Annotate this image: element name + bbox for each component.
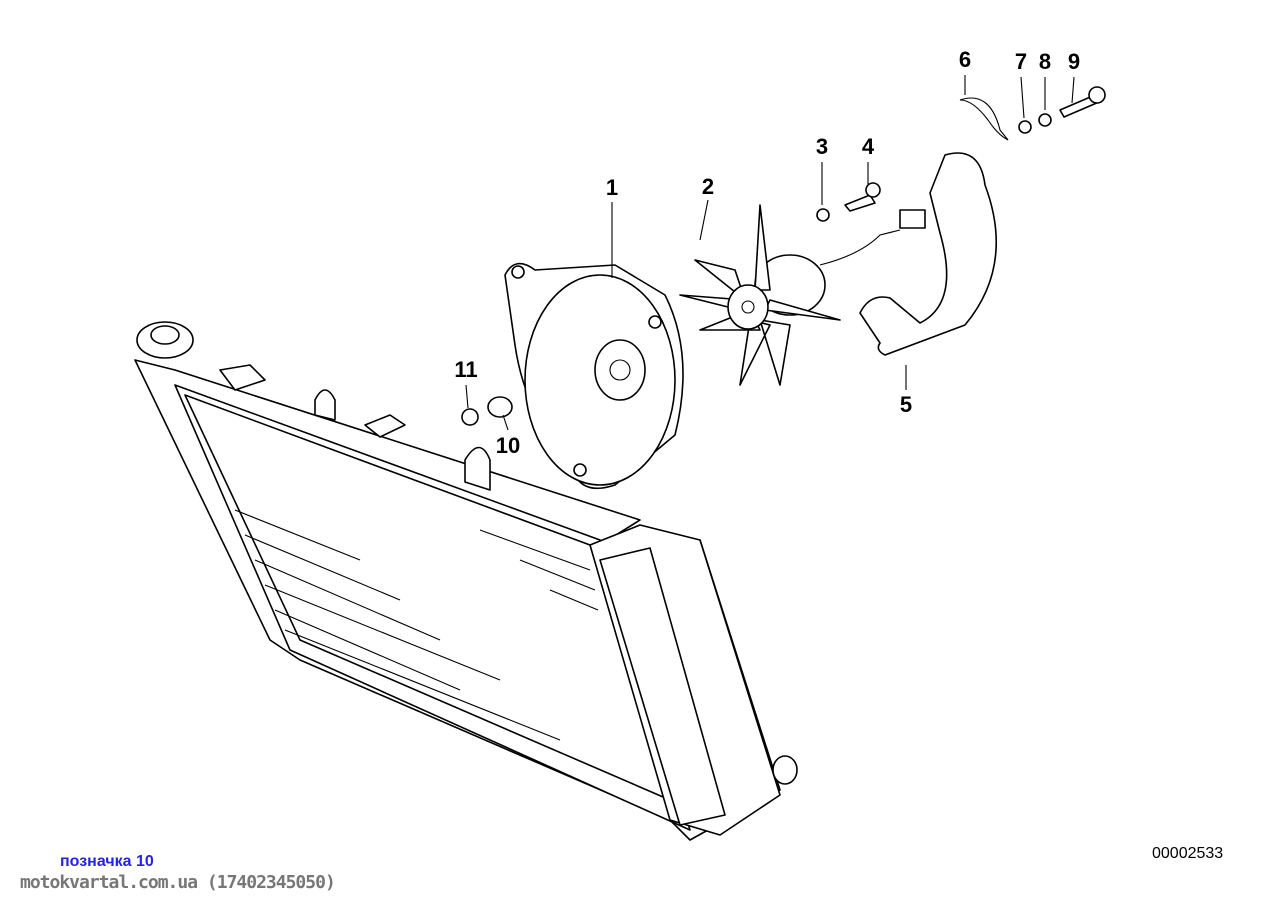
diagram-reference-number: 00002533 [1152,845,1224,862]
callout-6: 6 [958,47,972,72]
fan-cover [859,152,998,356]
callout-3: 3 [815,134,829,159]
tag-label: позначка 10 [60,853,154,870]
callout-4: 4 [861,134,875,159]
callout-2: 2 [701,174,715,199]
callout-8: 8 [1038,49,1052,74]
callout-1: 1 [605,175,619,200]
fan-motor [679,204,926,386]
callout-9: 9 [1067,49,1081,74]
watermark-text: motokvartal.com.ua (17402345050) [20,872,336,893]
callout-10: 10 [495,433,521,458]
callout-11: 11 [454,357,478,382]
fan-shroud [504,262,684,490]
callout-7: 7 [1014,49,1028,74]
callout-5: 5 [899,392,913,417]
hardware [461,86,1106,426]
radiator [134,321,798,841]
leader-lines [465,75,1075,431]
